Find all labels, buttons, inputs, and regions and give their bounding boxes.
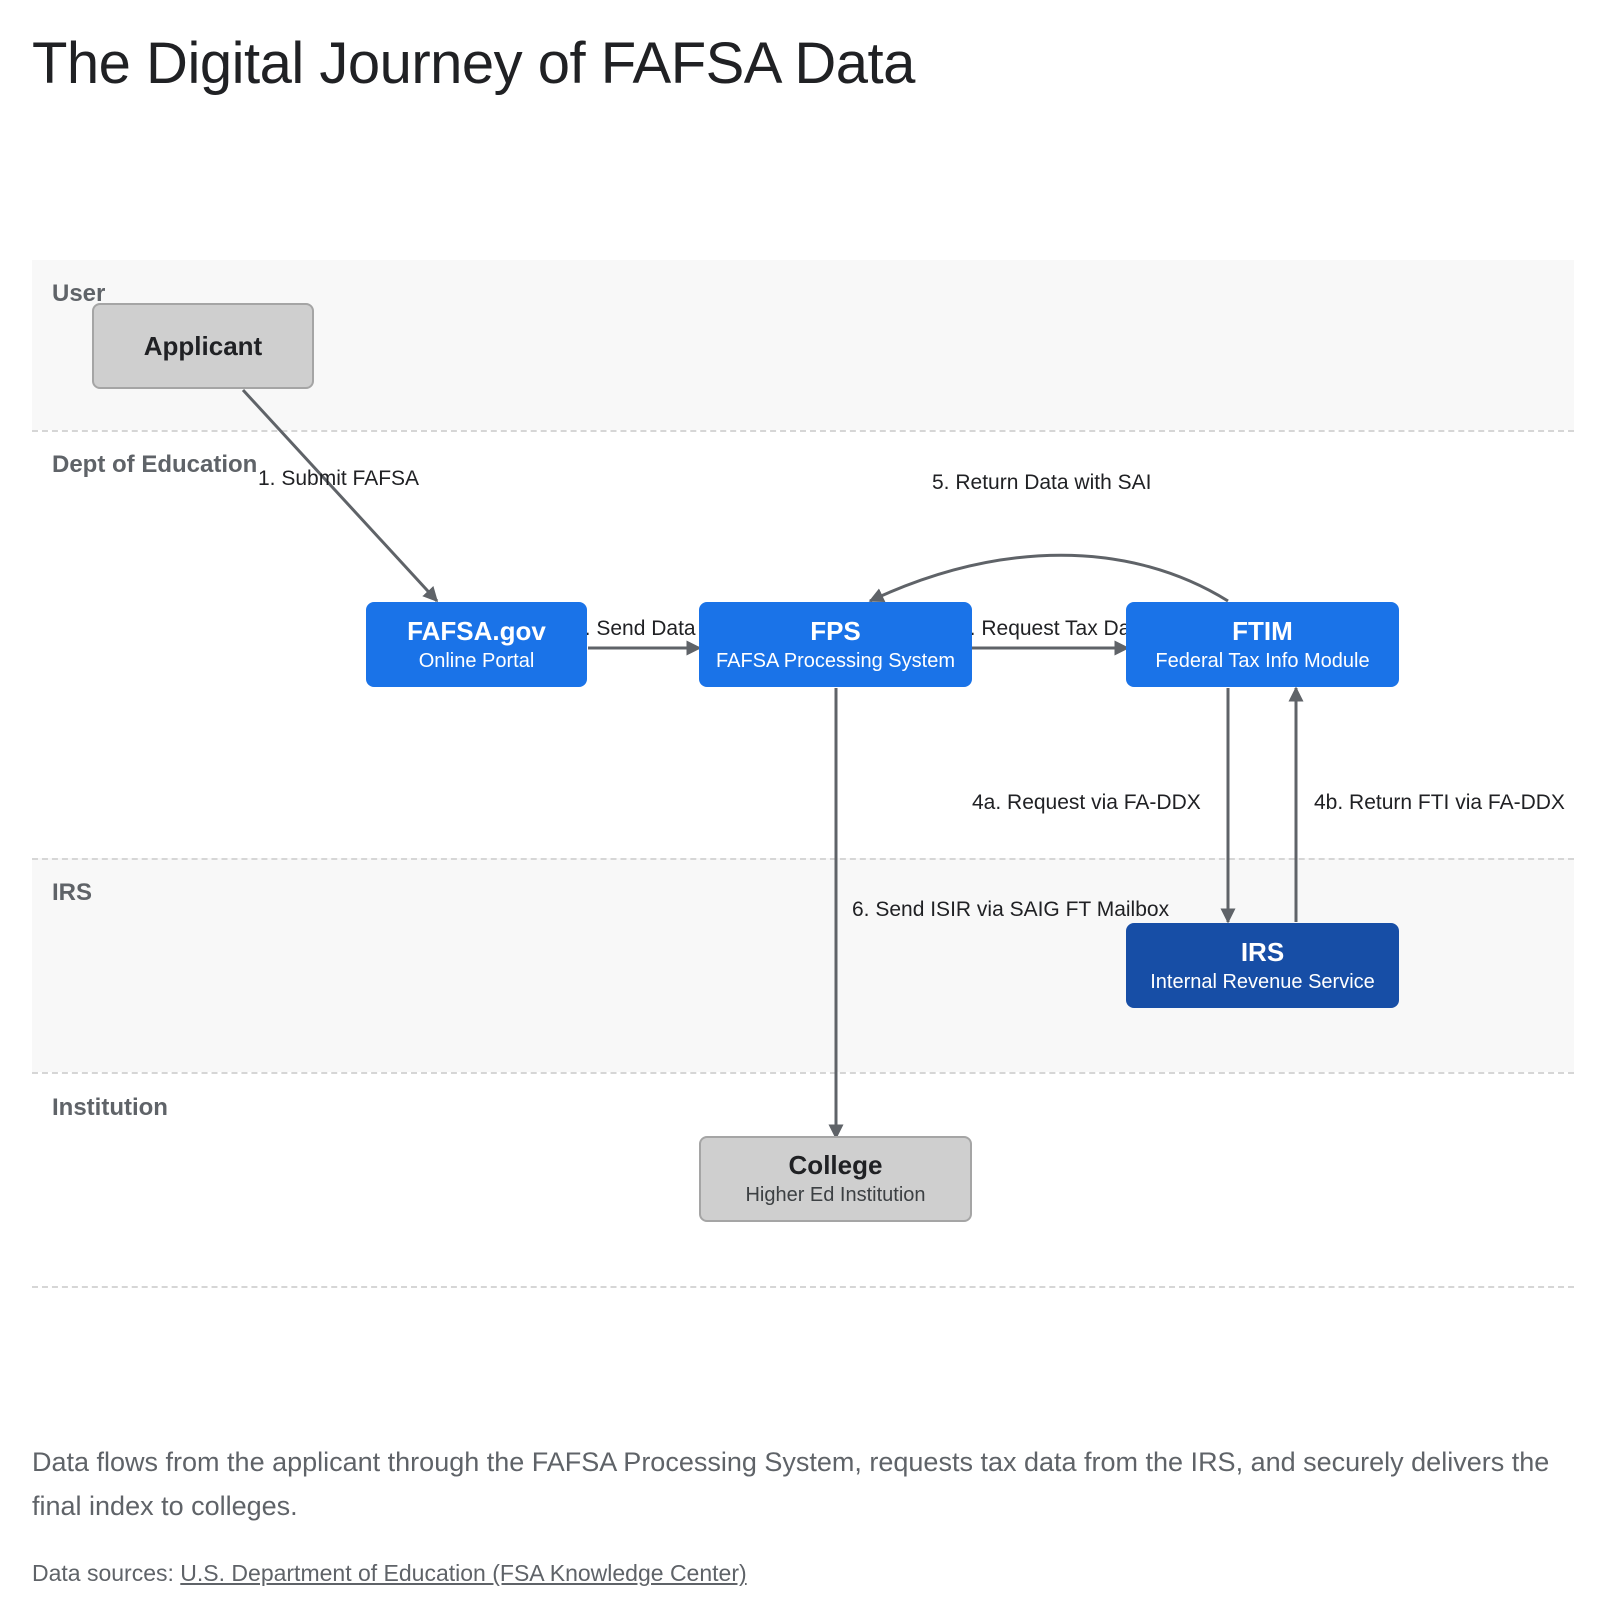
node-title: FTIM (1232, 615, 1293, 646)
caption: Data flows from the applicant through th… (32, 1447, 1550, 1521)
page-title: The Digital Journey of FAFSA Data (32, 31, 915, 96)
edge-label-request-ddx: 4a. Request via FA-DDX (972, 791, 1201, 814)
edge-submit-fafsa (241, 388, 439, 603)
edge-label-send-data: 2. Send Data (573, 617, 696, 640)
node-subtitle: Higher Ed Institution (745, 1184, 926, 1206)
sources-link[interactable]: U.S. Department of Education (FSA Knowle… (180, 1560, 747, 1586)
sources-prefix: Data sources: (32, 1560, 174, 1586)
lane-label-irs: IRS (52, 879, 93, 906)
edge-return-sai (868, 553, 1229, 603)
node-fafsa-gov: FAFSA.gov Online Portal (366, 602, 587, 687)
node-title: Applicant (143, 331, 263, 361)
edge-label-return-fti: 4b. Return FTI via FA-DDX (1314, 791, 1565, 814)
lane-label-user: User (52, 280, 106, 307)
edge-label-submit: 1. Submit FAFSA (258, 467, 420, 490)
lane-divider (32, 430, 1574, 432)
data-sources: Data sources: U.S. Department of Educati… (32, 1560, 747, 1587)
node-applicant: Applicant (92, 303, 314, 389)
node-subtitle: FAFSA Processing System (716, 649, 955, 672)
node-title: College (788, 1150, 883, 1180)
lane-divider (32, 1072, 1574, 1074)
node-subtitle: Online Portal (418, 649, 535, 672)
node-subtitle: Federal Tax Info Module (1155, 649, 1370, 672)
node-subtitle: Internal Revenue Service (1150, 970, 1375, 993)
node-ftim: FTIM Federal Tax Info Module (1126, 602, 1399, 687)
edge-label-request-tax: 3. Request Tax Data (958, 617, 1148, 640)
node-title: FAFSA.gov (407, 615, 546, 646)
lane-label-dept-of-education: Dept of Education (52, 451, 258, 478)
lane-label-institution: Institution (52, 1094, 168, 1121)
edge-label-send-isir: 6. Send ISIR via SAIG FT Mailbox (852, 898, 1170, 921)
edge-label-return-sai: 5. Return Data with SAI (932, 471, 1152, 494)
node-irs: IRS Internal Revenue Service (1126, 923, 1399, 1008)
node-title: FPS (810, 615, 861, 646)
node-title: IRS (1240, 936, 1285, 967)
lane-divider (32, 1286, 1574, 1288)
node-fps: FPS FAFSA Processing System (699, 602, 972, 687)
node-college: College Higher Ed Institution (699, 1136, 972, 1222)
lane-divider (32, 858, 1574, 860)
